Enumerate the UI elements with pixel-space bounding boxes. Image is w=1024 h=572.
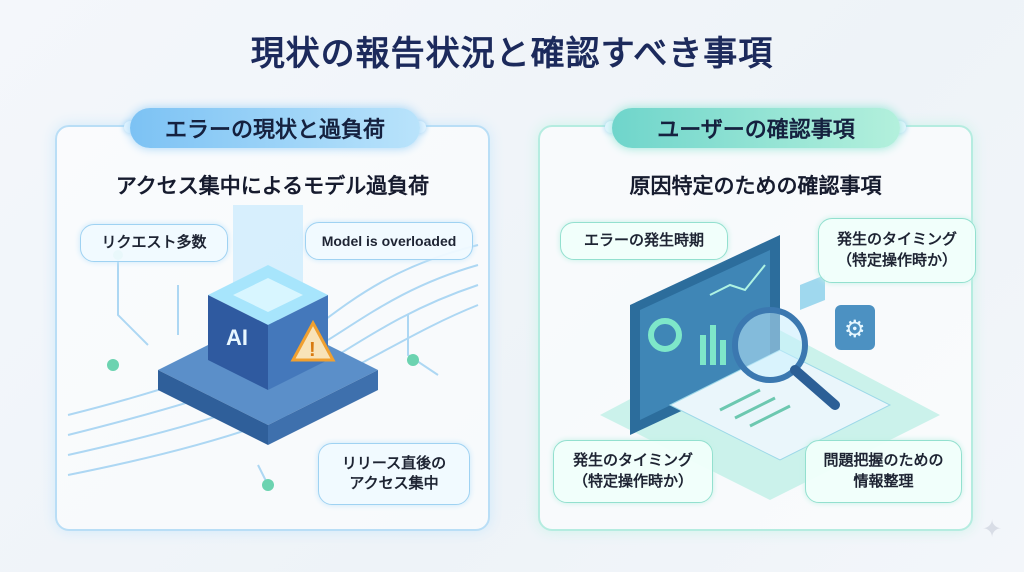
- page-title: 現状の報告状況と確認すべき事項: [250, 35, 774, 73]
- bubble-text: 発生のタイミング: [836, 231, 957, 249]
- speech-bubble: 発生のタイミング （特定操作時か）: [818, 218, 976, 283]
- bubble-text: 情報整理: [853, 472, 914, 490]
- speech-bubble: エラーの発生時期: [560, 222, 728, 260]
- bubble-text: アクセス集中: [349, 475, 439, 492]
- bubble-text: リリース直後の: [341, 454, 447, 472]
- error-status-header: エラーの現状と過負荷: [130, 108, 420, 148]
- speech-bubble: 問題把握のための情報整理: [805, 440, 962, 503]
- bubble-text: 問題把握のための: [823, 452, 944, 470]
- sparkle-icon: ✦: [982, 516, 1003, 543]
- bubble-text: 発生のタイミング: [572, 452, 693, 470]
- speech-bubble: リリース直後のアクセス集中: [318, 443, 470, 505]
- svg-text:!: !: [309, 339, 316, 361]
- user-check-subtitle: 原因特定のための確認事項: [629, 175, 882, 198]
- bubble-text: （特定操作時か）: [572, 472, 693, 490]
- speech-bubble: Model is overloaded: [305, 222, 473, 260]
- bubble-text: Model is overloaded: [321, 232, 457, 249]
- speech-bubble: 発生のタイミング （特定操作時か）: [553, 440, 713, 503]
- bubble-text: リクエスト多数: [101, 233, 207, 251]
- magnifier-icon: [732, 307, 808, 383]
- user-check-header: ユーザーの確認事項: [612, 108, 900, 148]
- speech-bubble: リクエスト多数: [80, 224, 228, 262]
- ai-chip-label: AI: [226, 325, 248, 350]
- ai-chip-illustration: AI !: [67, 205, 479, 491]
- check-card-icon: [800, 275, 825, 310]
- error-status-subtitle: アクセス集中によるモデル過負荷: [115, 175, 430, 198]
- gear-card-icon: [835, 305, 875, 350]
- svg-text:⚙: ⚙: [844, 316, 866, 343]
- bubble-text: エラーの発生時期: [583, 231, 704, 249]
- bubble-text: （特定操作時か）: [836, 251, 957, 269]
- donut-chart-icon: [648, 318, 682, 352]
